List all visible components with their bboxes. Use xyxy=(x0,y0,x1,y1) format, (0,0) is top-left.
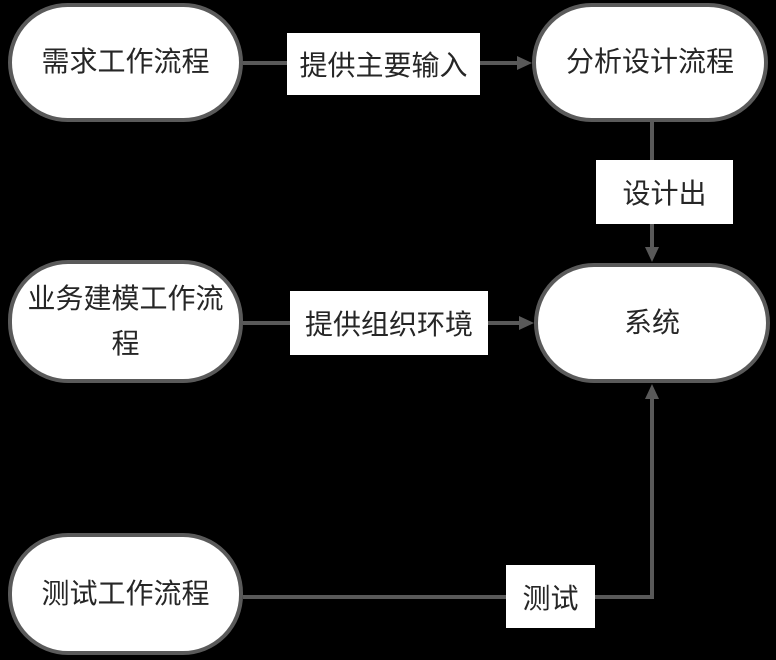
arrowhead-right-icon xyxy=(517,56,532,70)
edge-testing-to-system-horizontal-line xyxy=(243,595,654,599)
node-requirements-workflow: 需求工作流程 xyxy=(8,3,243,122)
arrowhead-up-icon xyxy=(645,384,659,399)
edge-label-text: 测试 xyxy=(522,582,579,614)
node-label: 需求工作流程 xyxy=(41,46,210,78)
edge-testing-to-system-vertical-line xyxy=(650,398,654,599)
node-label: 业务建模工作流 程 xyxy=(27,282,224,359)
edge-label-text: 提供主要输入 xyxy=(299,50,468,81)
arrowhead-down-icon xyxy=(645,247,659,262)
edge-label-designs-out: 设计出 xyxy=(596,160,733,224)
node-system: 系统 xyxy=(534,263,770,383)
edge-label-text: 提供组织环境 xyxy=(304,309,473,340)
node-label: 测试工作流程 xyxy=(41,577,210,609)
edge-label-provide-org-environment: 提供组织环境 xyxy=(290,291,488,355)
node-label: 分析设计流程 xyxy=(565,46,734,78)
node-analysis-design-process: 分析设计流程 xyxy=(532,3,768,122)
edge-label-test: 测试 xyxy=(506,565,595,628)
edge-label-text: 设计出 xyxy=(622,178,707,209)
arrowhead-right-icon xyxy=(519,316,534,330)
edge-label-provide-primary-input: 提供主要输入 xyxy=(287,33,480,95)
node-business-modeling-workflow: 业务建模工作流 程 xyxy=(8,260,243,383)
node-label: 系统 xyxy=(623,306,680,338)
node-testing-workflow: 测试工作流程 xyxy=(8,533,243,655)
